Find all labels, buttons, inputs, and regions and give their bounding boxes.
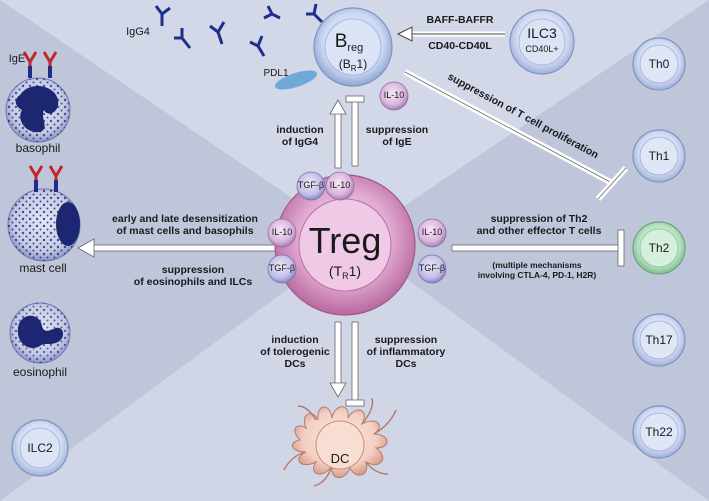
il10-label-right: IL-10	[421, 227, 443, 237]
il10-label-top: IL-10	[329, 180, 351, 190]
arrow-treg-to-dc	[329, 321, 347, 398]
ige-antibodies-mast-cell	[28, 165, 64, 192]
mast-cell-label: mast cell	[19, 261, 67, 275]
ige-antibodies-basophil	[22, 51, 58, 78]
treg-label: Treg	[309, 220, 382, 261]
ilc2-label: ILC2	[27, 441, 53, 455]
arrow-treg-suppress-th2-cells	[451, 229, 625, 267]
pdl1-molecule	[274, 70, 318, 90]
baff-label: BAFF-BAFFR	[426, 14, 494, 26]
il10-bubble-right	[417, 218, 447, 248]
th22-cell	[632, 405, 686, 459]
tgfb-label-top: TGF-β	[297, 180, 325, 190]
igg4-antibodies	[154, 3, 324, 57]
th2-label: Th2	[648, 241, 670, 255]
treg-subtype-label: (TR1)	[329, 263, 361, 281]
il10-bubble-breg	[379, 81, 409, 111]
breg-cell	[313, 7, 393, 87]
igg4-label: IgG4	[126, 26, 150, 38]
breg-subtype-label: (BR1)	[339, 57, 367, 73]
ige-label: IgE	[8, 53, 26, 65]
ilc3-label: ILC3	[527, 25, 557, 41]
mast-cell	[7, 188, 81, 262]
basophil-cell	[5, 77, 71, 143]
th17-cell	[632, 313, 686, 367]
th1-label: Th1	[648, 149, 670, 163]
tgfb-bubble-left	[267, 254, 297, 284]
il10-label-left: IL-10	[271, 227, 293, 237]
arrow-treg-to-breg	[329, 99, 347, 169]
th0-label: Th0	[648, 57, 670, 71]
tgfb-label-right: TGF-β	[418, 263, 446, 273]
arrow-ilc3-to-breg	[396, 26, 505, 42]
dc-label: DC	[330, 451, 350, 466]
breg-label: Breg	[335, 31, 364, 54]
il10-label-breg: IL-10	[383, 90, 405, 100]
ilc2-cell	[11, 419, 69, 477]
arrow-treg-suppress-ige	[345, 95, 365, 167]
basophil-label: basophil	[15, 141, 61, 155]
th1-cell	[632, 129, 686, 183]
tgfb-label-left: TGF-β	[268, 263, 296, 273]
th0-cell	[632, 37, 686, 91]
eosinophil-cell	[9, 302, 71, 364]
th-cells-shapes	[632, 37, 686, 459]
eosinophil-label: eosinophil	[12, 365, 68, 379]
il10-bubble-top	[325, 171, 355, 201]
ilc3-cell	[509, 9, 575, 75]
ilc3-marker-label: CD40L+	[525, 44, 559, 54]
th22-label: Th22	[645, 425, 673, 439]
cd40-label: CD40-CD40L	[428, 40, 492, 52]
il10-bubble-left	[267, 218, 297, 248]
arrow-treg-suppress-dc	[345, 321, 365, 407]
pdl1-label: PDL1	[263, 68, 289, 79]
th17-label: Th17	[645, 333, 673, 347]
th2-cell	[632, 221, 686, 275]
tgfb-bubble-right	[417, 254, 447, 284]
tgfb-bubble-top	[296, 171, 326, 201]
arrow-breg-suppress-th2	[403, 69, 629, 202]
dendritic-cell	[283, 397, 397, 487]
